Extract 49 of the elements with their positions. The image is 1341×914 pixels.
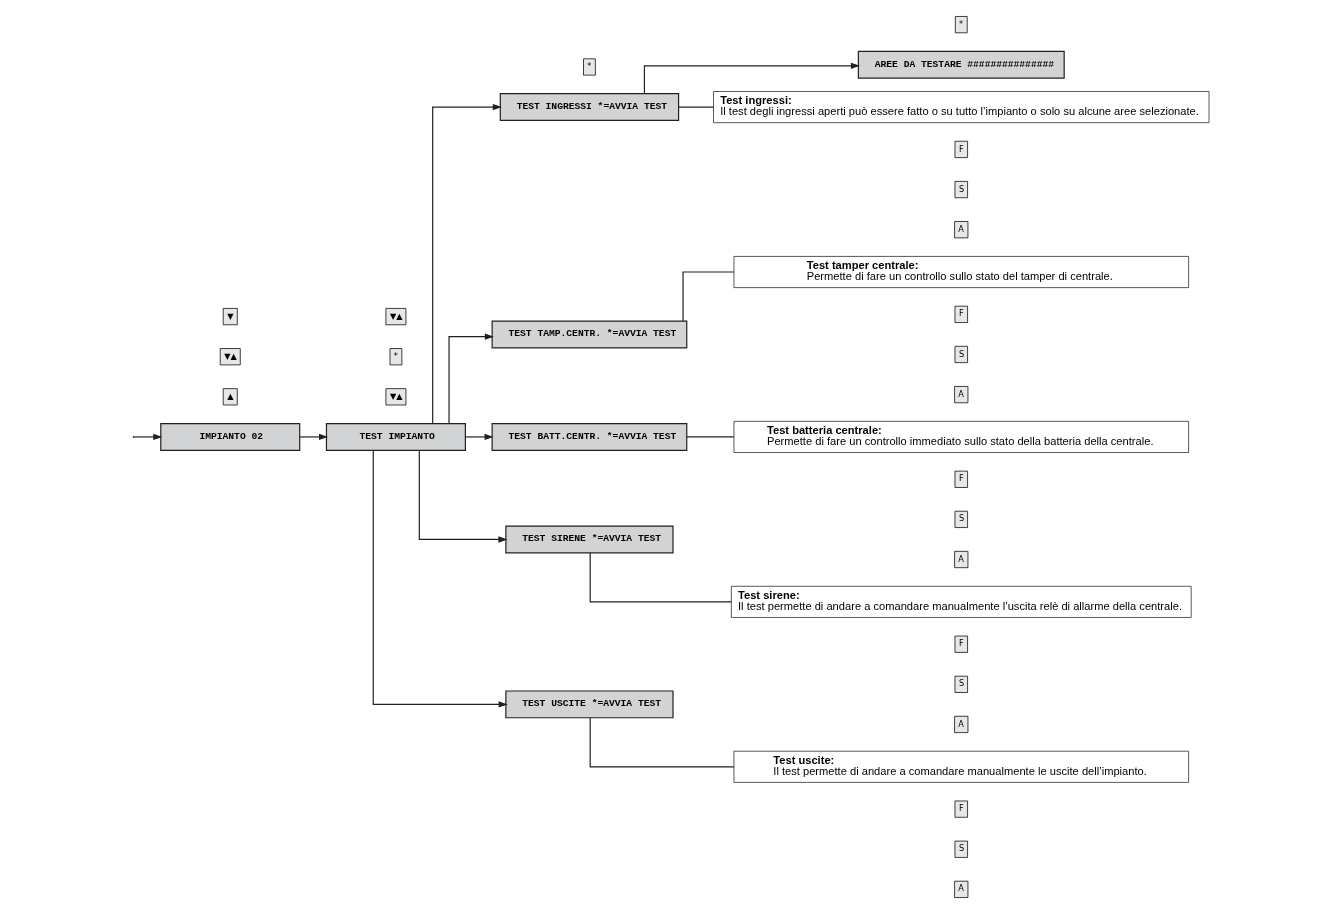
label: ▲ (226, 390, 234, 401)
node-box: TEST TAMP.CENTR. *=AVVIA TEST (491, 320, 687, 349)
label: A (957, 223, 964, 234)
connector (685, 436, 734, 438)
label: ▼▲ (223, 350, 237, 361)
label: ▼ (226, 310, 234, 321)
arrow (418, 449, 507, 543)
label: S (958, 678, 964, 689)
node-box: TEST BATT.CENTR. *=AVVIA TEST (491, 422, 687, 451)
arrow (464, 433, 494, 441)
label: S (958, 843, 964, 854)
label: ▼▲ (389, 390, 403, 401)
connector (677, 106, 714, 108)
label: A (957, 718, 964, 729)
node-box: TEST SIRENE *=AVVIA TEST (504, 525, 674, 554)
node-box: TEST IMPIANTO (325, 422, 466, 451)
node-box: TEST USCITE *=AVVIA TEST (504, 690, 674, 719)
arrow (447, 333, 494, 424)
label: * (586, 61, 591, 72)
label: * (393, 350, 398, 361)
label: F (958, 638, 964, 649)
connector (589, 717, 734, 768)
node-box: Test batteria centrale: Permette di fare un controllo immediato sullo stato della batteria della centrale. (733, 420, 1189, 453)
node-box: Test ingressi: Il test degli ingressi aperti può essere fatto o su tutto l’impianto o solo su alcune aree selezionate. (712, 91, 1209, 124)
arrow (643, 62, 860, 95)
node-box: AREE DA TESTARE ############### (857, 50, 1065, 79)
label: * (958, 18, 963, 29)
label: S (958, 513, 964, 524)
label: S (958, 348, 964, 359)
arrow (298, 433, 328, 441)
node-box: IMPIANTO 02 (159, 422, 300, 451)
label: A (957, 553, 964, 564)
node-box: Test tamper centrale: Permette di fare un controllo sullo stato del tamper di centrale. (733, 256, 1189, 288)
label: F (958, 473, 964, 484)
label: F (958, 803, 964, 814)
label: F (958, 308, 964, 319)
arrow (372, 449, 508, 708)
label: ▼▲ (389, 310, 403, 321)
node-box: TEST INGRESSI *=AVVIA TEST (499, 93, 679, 122)
label: A (957, 388, 964, 399)
label: S (958, 183, 964, 194)
connector (681, 271, 734, 322)
node-box: Test uscite: Il test permette di andare a comandare manualmente le uscite dell’impianto. (733, 750, 1189, 783)
arrow (133, 433, 162, 441)
node-box: Test sirene: Il test permette di andare a comandare manualmente l’uscita relè di allarme della centrale. (730, 585, 1192, 618)
label: F (958, 143, 964, 154)
arrow (431, 103, 502, 424)
label: A (957, 883, 964, 894)
connector (589, 552, 732, 603)
